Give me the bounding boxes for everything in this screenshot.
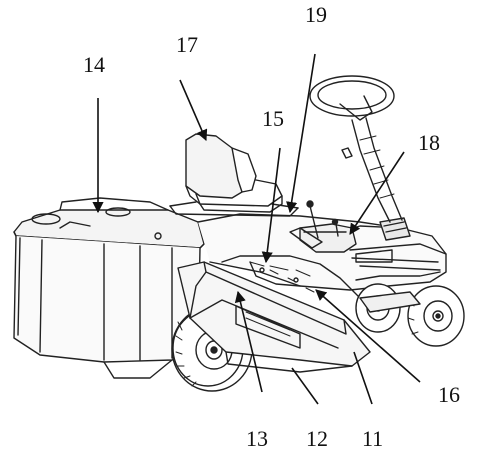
leader-11 (353, 351, 373, 405)
grass-bag (13, 197, 205, 379)
label-12: 12 (306, 426, 328, 451)
discharge-chute (177, 261, 421, 373)
steering-assembly (309, 75, 403, 223)
leader-16 (315, 289, 421, 383)
label-18: 18 (418, 130, 440, 155)
label-13: 13 (246, 426, 268, 451)
label-16: 16 (438, 382, 460, 407)
control-levers (289, 200, 339, 249)
label-11: 11 (362, 426, 384, 451)
label-19: 19 (305, 2, 327, 27)
label-17: 17 (176, 32, 198, 57)
label-14: 14 (83, 52, 105, 77)
leader-lines (92, 53, 421, 405)
leader-18 (349, 151, 405, 235)
leader-12 (291, 367, 319, 405)
label-15: 15 (262, 106, 284, 131)
front-wheel (407, 285, 465, 347)
seat (169, 133, 299, 217)
leader-19 (286, 53, 316, 214)
leader-17 (179, 79, 208, 142)
leader-15 (261, 147, 281, 264)
leader-13 (234, 290, 263, 393)
